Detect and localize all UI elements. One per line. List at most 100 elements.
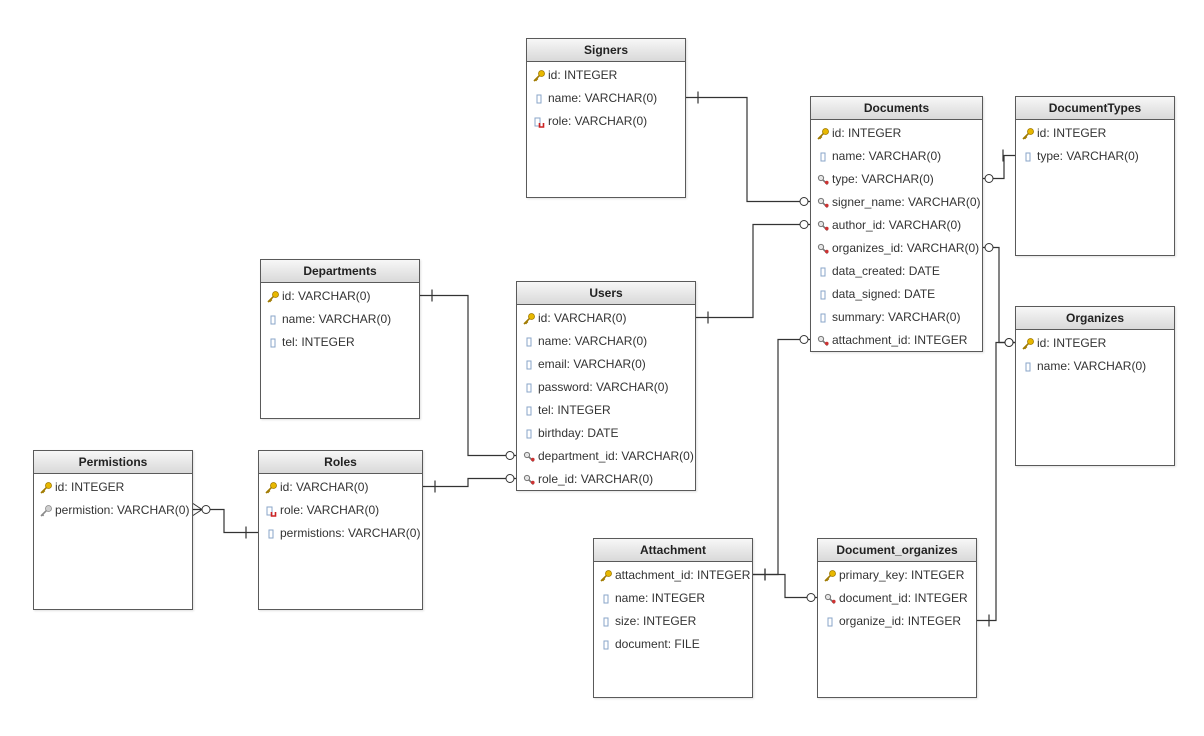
relationship-line (193, 508, 258, 534)
entity-title[interactable]: Attachment (594, 539, 752, 562)
entity-signers[interactable]: Signers id: INTEGER name: VARCHAR(0) role:… (526, 38, 686, 198)
unique-icon (266, 506, 277, 517)
field-label: id: INTEGER (1037, 126, 1107, 140)
relationship-line (423, 477, 516, 488)
field-label: name: VARCHAR(0) (548, 91, 658, 105)
field-row[interactable]: data_created: DATE (811, 260, 982, 283)
field-label: permistions: VARCHAR(0) (280, 526, 421, 540)
foreign-key-icon (817, 243, 829, 254)
field-row[interactable]: primary_key: INTEGER (818, 564, 976, 587)
field-label: tel: INTEGER (538, 403, 611, 417)
field-row[interactable]: name: INTEGER (594, 587, 752, 610)
field-icon (526, 429, 532, 438)
field-row[interactable]: author_id: VARCHAR(0) (811, 214, 982, 237)
field-row[interactable]: email: VARCHAR(0) (517, 353, 695, 376)
field-label: name: VARCHAR(0) (1037, 359, 1147, 373)
field-row[interactable]: id: INTEGER (811, 122, 982, 145)
field-label: document: FILE (615, 637, 700, 651)
field-row[interactable]: id: INTEGER (1016, 332, 1174, 355)
entity-attachment[interactable]: Attachment attachment_id: INTEGER name: I… (593, 538, 753, 698)
entity-organizes[interactable]: Organizes id: INTEGER name: VARCHAR(0) (1015, 306, 1175, 466)
field-icon (820, 313, 826, 322)
field-row[interactable]: id: VARCHAR(0) (261, 285, 419, 308)
field-label: signer_name: VARCHAR(0) (832, 195, 981, 209)
field-row[interactable]: data_signed: DATE (811, 283, 982, 306)
field-label: type: VARCHAR(0) (1037, 149, 1139, 163)
field-list: id: INTEGER name: VARCHAR(0) role: VARCHAR… (527, 62, 685, 133)
field-row[interactable]: document_id: INTEGER (818, 587, 976, 610)
field-label: name: VARCHAR(0) (538, 334, 648, 348)
field-row[interactable]: name: VARCHAR(0) (261, 308, 419, 331)
field-label: name: VARCHAR(0) (282, 312, 392, 326)
field-row[interactable]: name: VARCHAR(0) (1016, 355, 1174, 378)
field-label: summary: VARCHAR(0) (832, 310, 961, 324)
field-row[interactable]: signer_name: VARCHAR(0) (811, 191, 982, 214)
entity-departments[interactable]: Departments id: VARCHAR(0) name: VARCHAR(… (260, 259, 420, 419)
entity-documents[interactable]: Documents id: INTEGER name: VARCHAR(0) typ… (810, 96, 983, 352)
field-label: name: VARCHAR(0) (832, 149, 942, 163)
entity-roles[interactable]: Roles id: VARCHAR(0) role: VARCHAR(0) perm… (258, 450, 423, 610)
field-label: attachment_id: INTEGER (832, 333, 968, 347)
field-row[interactable]: id: INTEGER (34, 476, 192, 499)
field-row[interactable]: attachment_id: INTEGER (594, 564, 752, 587)
entity-title[interactable]: Organizes (1016, 307, 1174, 330)
field-row[interactable]: id: INTEGER (1016, 122, 1174, 145)
field-row[interactable]: tel: INTEGER (261, 331, 419, 354)
entity-title[interactable]: Documents (811, 97, 982, 120)
entity-title[interactable]: DocumentTypes (1016, 97, 1174, 120)
field-row[interactable]: attachment_id: INTEGER (811, 329, 982, 352)
relationship-end-zero-or-one (806, 593, 816, 602)
entity-title[interactable]: Permistions (34, 451, 192, 474)
entity-title[interactable]: Document_organizes (818, 539, 976, 562)
field-row[interactable]: tel: INTEGER (517, 399, 695, 422)
field-row[interactable]: size: INTEGER (594, 610, 752, 633)
entity-permistions[interactable]: Permistions id: INTEGER permistion: VARCH… (33, 450, 193, 610)
field-row[interactable]: name: VARCHAR(0) (527, 87, 685, 110)
field-row[interactable]: id: VARCHAR(0) (517, 307, 695, 330)
field-row[interactable]: organize_id: INTEGER (818, 610, 976, 633)
field-row[interactable]: summary: VARCHAR(0) (811, 306, 982, 329)
field-row[interactable]: type: VARCHAR(0) (811, 168, 982, 191)
field-label: primary_key: INTEGER (839, 568, 965, 582)
field-label: id: INTEGER (1037, 336, 1107, 350)
entity-title[interactable]: Users (517, 282, 695, 305)
field-label: size: INTEGER (615, 614, 697, 628)
entity-document-organizes[interactable]: Document_organizes primary_key: INTEGER d… (817, 538, 977, 698)
key-icon (40, 481, 52, 494)
relationship-line (420, 294, 516, 457)
field-label: attachment_id: INTEGER (615, 568, 751, 582)
relationship-end-zero-or-one (799, 335, 809, 344)
entity-title[interactable]: Roles (259, 451, 422, 474)
field-row[interactable]: id: VARCHAR(0) (259, 476, 422, 499)
field-label: author_id: VARCHAR(0) (832, 218, 962, 232)
relationship-end-zero-or-one (505, 451, 515, 460)
field-icon (270, 315, 276, 324)
field-row[interactable]: permistions: VARCHAR(0) (259, 522, 422, 545)
field-row[interactable]: id: INTEGER (527, 64, 685, 87)
field-row[interactable]: name: VARCHAR(0) (811, 145, 982, 168)
field-row[interactable]: role: VARCHAR(0) (259, 499, 422, 522)
field-label: tel: INTEGER (282, 335, 355, 349)
field-row[interactable]: role: VARCHAR(0) (527, 110, 685, 133)
field-label: id: INTEGER (55, 480, 125, 494)
entity-documenttypes[interactable]: DocumentTypes id: INTEGER type: VARCHAR(0… (1015, 96, 1175, 256)
field-row[interactable]: organizes_id: VARCHAR(0) (811, 237, 982, 260)
field-list: attachment_id: INTEGER name: INTEGER size:… (594, 562, 752, 656)
entity-title[interactable]: Signers (527, 39, 685, 62)
field-row[interactable]: department_id: VARCHAR(0) (517, 445, 695, 468)
field-row[interactable]: birthday: DATE (517, 422, 695, 445)
index-key-icon (40, 504, 52, 517)
field-row[interactable]: document: FILE (594, 633, 752, 656)
field-row[interactable]: name: VARCHAR(0) (517, 330, 695, 353)
key-icon (1022, 337, 1034, 350)
field-row[interactable]: role_id: VARCHAR(0) (517, 468, 695, 491)
field-icon (536, 94, 542, 103)
field-list: id: INTEGER permistion: VARCHAR(0) (34, 474, 192, 522)
field-row[interactable]: password: VARCHAR(0) (517, 376, 695, 399)
field-label: role: VARCHAR(0) (280, 503, 380, 517)
entity-title[interactable]: Departments (261, 260, 419, 283)
key-icon (265, 481, 277, 494)
entity-users[interactable]: Users id: VARCHAR(0) name: VARCHAR(0) emai… (516, 281, 696, 491)
field-row[interactable]: type: VARCHAR(0) (1016, 145, 1174, 168)
field-row[interactable]: permistion: VARCHAR(0) (34, 499, 192, 522)
